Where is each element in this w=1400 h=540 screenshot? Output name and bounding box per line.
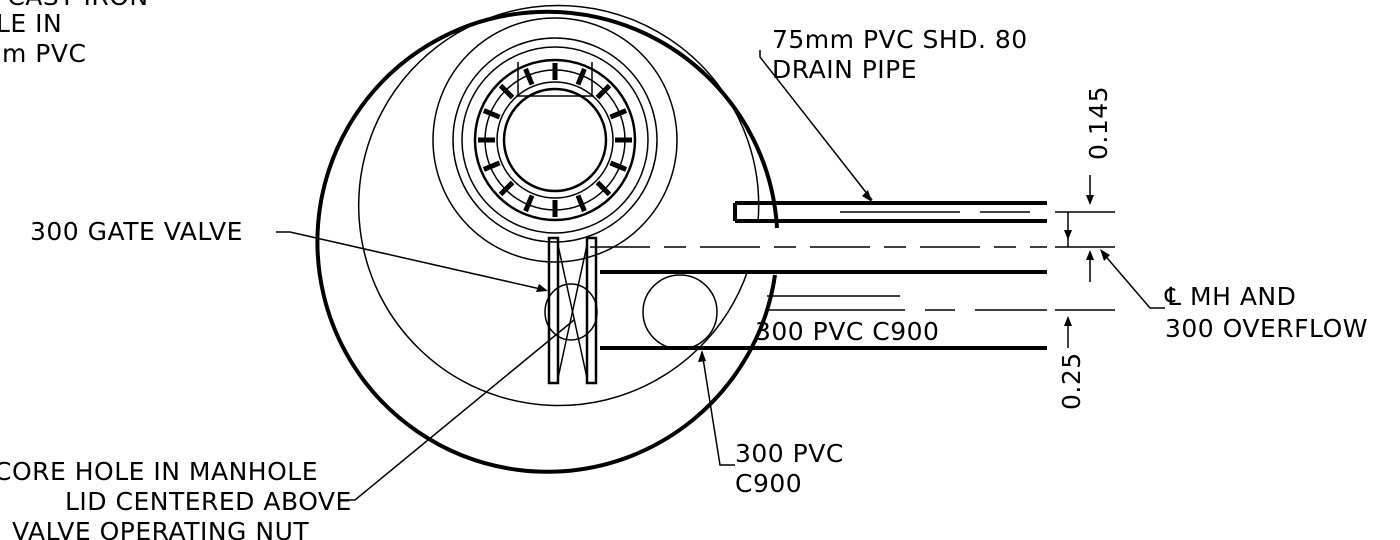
cover-slot — [595, 180, 612, 197]
cover-slot — [575, 194, 587, 213]
cover-slot — [498, 180, 515, 197]
cover-slot — [523, 67, 535, 86]
label-drain-pipe-2: DRAIN PIPE — [772, 55, 917, 84]
dimension-upper: 0.145 — [1084, 86, 1113, 160]
leader-lines — [276, 50, 1165, 501]
manhole-inner-wall — [357, 4, 760, 407]
label-core-hole-2: LID CENTERED ABOVE — [65, 487, 352, 516]
label-core-hole-1: CORE HOLE IN MANHOLE — [0, 457, 318, 486]
label-top-left-1: F CAST IRON — [0, 0, 149, 11]
dimension-lines — [1055, 175, 1115, 348]
cover-slot — [575, 67, 587, 86]
label-pvc-bottom-1: 300 PVC — [735, 439, 844, 468]
cover-slot — [523, 194, 535, 213]
cover-slot — [609, 160, 628, 172]
label-pvc-c900-main: 300 PVC C900 — [755, 317, 939, 346]
dimension-lower: 0.25 — [1057, 352, 1086, 410]
label-top-left-3: m PVC — [2, 39, 86, 68]
manhole-outer-wall — [315, 9, 779, 474]
cover-slot — [482, 160, 501, 172]
cover-slot — [498, 83, 515, 100]
label-top-left-2: LE IN — [0, 9, 62, 38]
label-pvc-bottom-2: C900 — [735, 469, 802, 498]
pvc-c900-pipe — [600, 270, 1047, 350]
gate-valve — [544, 236, 598, 385]
cover-slot — [482, 108, 501, 120]
manhole-frame-cover — [432, 17, 678, 263]
label-drain-pipe-1: 75mm PVC SHD. 80 — [772, 25, 1028, 54]
cover-slots — [478, 63, 632, 217]
label-centerline-1: ℄ MH AND — [1164, 282, 1296, 311]
label-core-hole-3: VALVE OPERATING NUT — [12, 517, 309, 540]
pvc-fitting — [642, 274, 718, 350]
label-centerline-2: 300 OVERFLOW — [1165, 314, 1368, 343]
cover-slot — [609, 108, 628, 120]
label-gate-valve: 300 GATE VALVE — [30, 217, 243, 246]
cover-slot — [595, 83, 612, 100]
drain-pipe — [733, 201, 1047, 223]
